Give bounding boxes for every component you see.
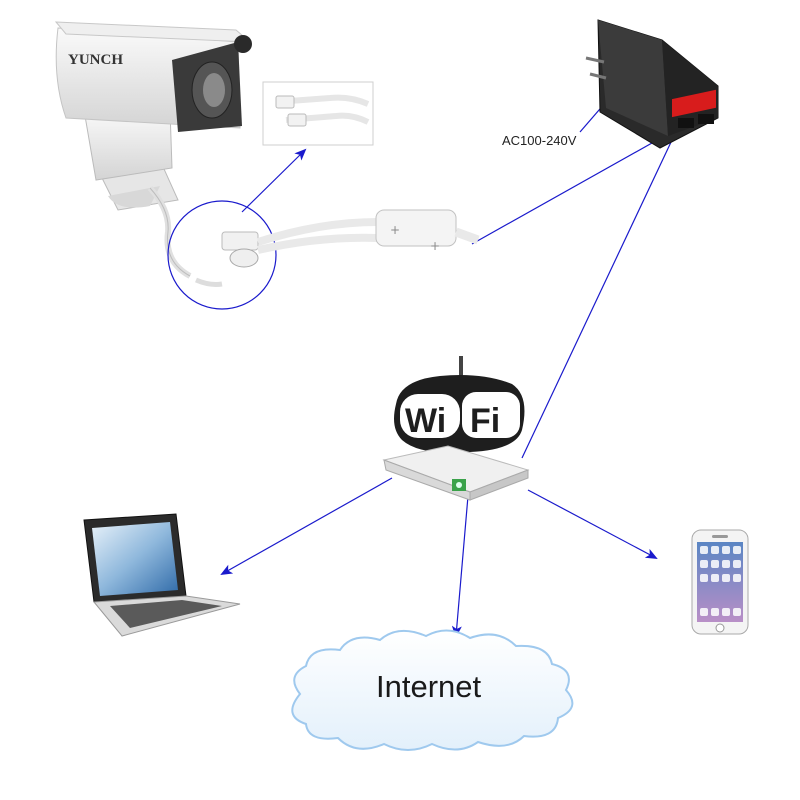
laptop [83,513,241,637]
poe-adapter [585,19,719,149]
smartphone [691,529,749,635]
connector-lines [220,94,673,638]
svg-text:+: + [430,239,440,253]
arrow-zoom-to-connector [241,148,307,213]
poe-splitter: + + [256,209,480,254]
connector-zoom-callout [167,200,277,310]
zoom-circle [167,200,277,310]
svg-text:+: + [390,223,400,237]
arrow-router-to-internet [451,495,469,638]
camera-brand-label: YUNCH [68,52,123,68]
ptz-camera: YUNCH [54,21,252,279]
adapter-voltage-label: AC100-240V [502,133,577,148]
arrow-router-to-laptop [220,477,393,575]
dc-connector-inset [262,81,374,146]
line-adapter-to-router [521,139,673,459]
wifi-badge-right-text: Fi [470,402,500,440]
internet-cloud: Internet [291,629,574,751]
internet-label: Internet [376,669,482,704]
arrow-router-to-phone [527,489,658,559]
line-splitter-to-adapter [471,133,669,245]
wifi-router: Wi Fi [382,356,530,501]
wifi-badge-left-text: Wi [405,402,446,440]
